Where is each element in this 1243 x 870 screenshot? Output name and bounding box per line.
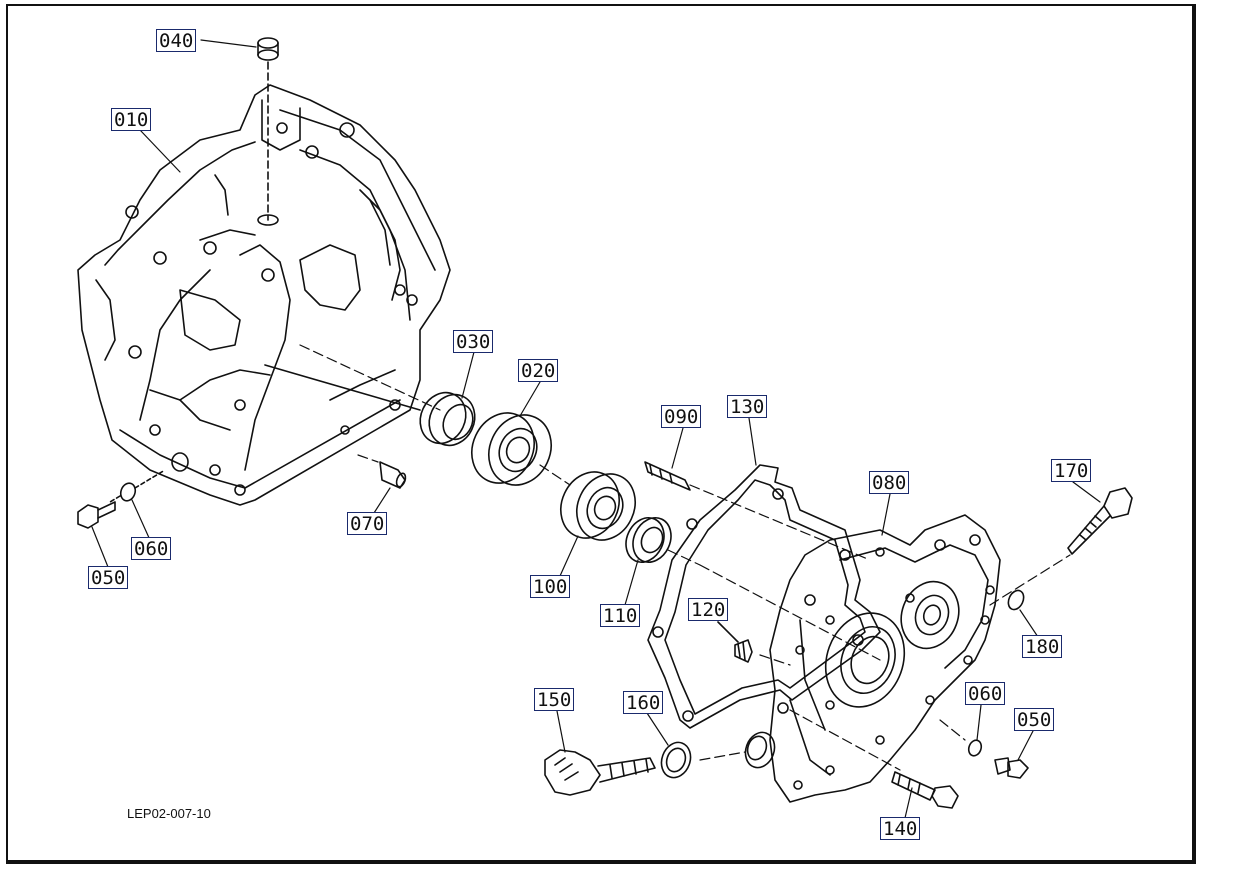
callout-130: 130 [727,395,768,418]
oil-filler-170 [1067,487,1133,555]
callout-100: 100 [530,575,571,598]
drawing-frame [6,4,1196,864]
gear-case-cover-080 [744,514,1001,803]
bolt-050-right [994,757,1029,779]
crankcase-housing-010 [77,84,451,506]
washer-060-right [967,739,983,757]
o-ring-180 [1007,589,1025,611]
callout-180: 180 [1022,635,1063,658]
gasket-130 [647,464,881,729]
dipstick-150 [544,749,656,796]
drawing-reference-code: LEP02-007-10 [127,806,211,821]
callout-030: 030 [453,330,494,353]
stud-pin-090 [644,461,691,491]
callout-040: 040 [156,29,197,52]
callout-150: 150 [534,688,575,711]
bearing-020 [471,412,552,486]
callout-050-right: 050 [1014,708,1055,731]
bearing-100 [560,471,636,541]
callout-050-left: 050 [88,566,129,589]
callout-leader-lines [91,39,1101,819]
callout-020: 020 [518,359,559,382]
callout-010: 010 [111,108,152,131]
callout-110: 110 [600,604,641,627]
callout-160: 160 [623,691,664,714]
bolt-140 [891,771,959,809]
callout-070: 070 [347,512,388,535]
callout-120: 120 [688,598,729,621]
bolt-050-left [77,501,116,529]
plug-120 [717,621,753,663]
callout-140: 140 [880,817,921,840]
bushing-040 [257,37,279,226]
callout-080: 080 [869,471,910,494]
dowel-pin-070 [379,461,407,489]
callout-090: 090 [661,405,702,428]
oil-seal-110 [625,517,672,563]
gasket-160 [660,741,692,779]
washer-060-left [109,469,166,503]
callout-060-left: 060 [131,537,172,560]
callout-170: 170 [1051,459,1092,482]
callout-060-right: 060 [965,682,1006,705]
